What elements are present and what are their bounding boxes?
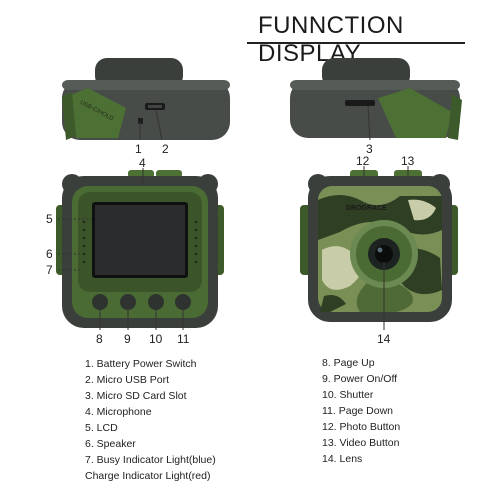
callout-8: 8 xyxy=(96,332,103,346)
callout-12: 12 xyxy=(356,154,370,168)
legend-item: 13. Video Button xyxy=(322,437,400,449)
legend-item: 14. Lens xyxy=(322,453,363,465)
legend-item: 4. Microphone xyxy=(85,406,152,418)
callout-1: 1 xyxy=(135,142,142,156)
front-view-lens xyxy=(300,170,458,322)
legend-item: Charge Indicator Light(red) xyxy=(85,470,211,482)
callout-4: 4 xyxy=(139,156,146,170)
back-view-lcd xyxy=(56,170,224,328)
legend-item: 2. Micro USB Port xyxy=(85,374,170,386)
legend-item: 5. LCD xyxy=(85,422,118,434)
callout-14: 14 xyxy=(377,332,391,346)
callout-9: 9 xyxy=(124,332,131,346)
legend-item: 9. Power On/Off xyxy=(322,373,398,385)
legend-item: 3. Micro SD Card Slot xyxy=(85,390,187,402)
callout-3: 3 xyxy=(366,142,373,156)
callout-2: 2 xyxy=(162,142,169,156)
power-switch-icon xyxy=(138,118,143,124)
legend-item: 10. Shutter xyxy=(322,389,374,401)
page-title: FUNNCTION DISPLAY xyxy=(258,12,404,67)
callout-6: 6 xyxy=(46,247,53,261)
bottom-view-sd xyxy=(290,58,462,140)
legend-item: 1. Battery Power Switch xyxy=(85,358,197,370)
callout-5: 5 xyxy=(46,212,53,226)
legend-item: 7. Busy Indicator Light(blue) xyxy=(85,454,216,466)
legend-item: 6. Speaker xyxy=(85,438,136,450)
callout-7: 7 xyxy=(46,263,53,277)
sd-slot-icon xyxy=(345,100,375,106)
legend-item: 11. Page Down xyxy=(322,405,394,417)
legend-left: 1. Battery Power Switch 2. Micro USB Por… xyxy=(85,356,216,484)
legend-item: 12. Photo Button xyxy=(322,421,401,433)
bottom-view-usb xyxy=(62,58,230,140)
callout-10: 10 xyxy=(149,332,163,346)
legend-item: 8. Page Up xyxy=(322,357,375,369)
brand-logo: DROGRACE xyxy=(346,205,387,212)
legend-right: 8. Page Up 9. Power On/Off 10. Shutter 1… xyxy=(322,355,400,467)
callout-13: 13 xyxy=(401,154,415,168)
callout-11: 11 xyxy=(177,332,190,346)
title-underline xyxy=(247,42,465,44)
